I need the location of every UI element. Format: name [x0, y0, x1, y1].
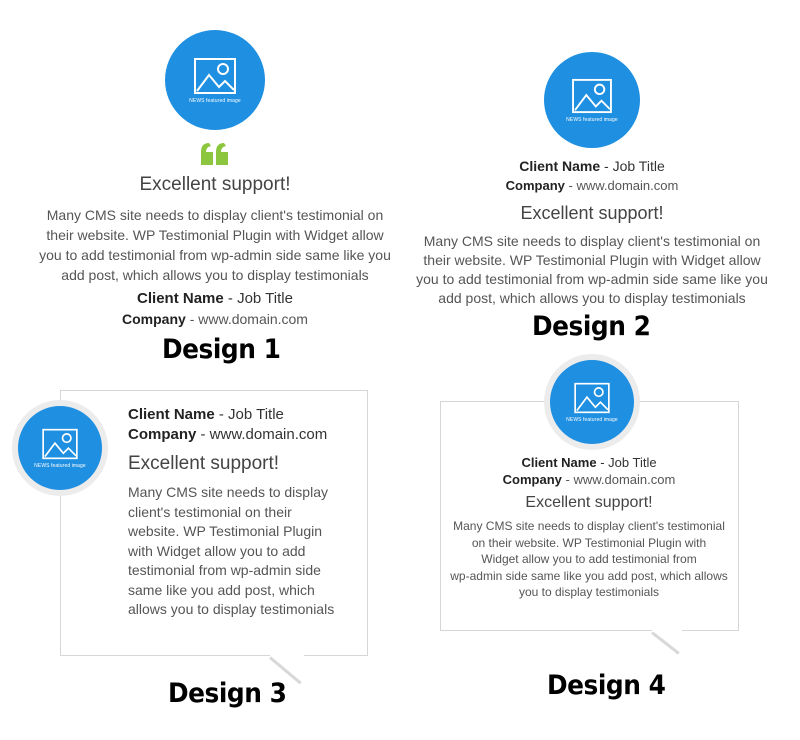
text-line: Many CMS site needs to display client's … [46, 207, 384, 223]
text-line: Widget allow you to add testimonial from [481, 552, 697, 566]
text-line: Many CMS site needs to display client's … [453, 519, 725, 533]
text-line: website. WP Testimonial Plugin [128, 523, 323, 539]
avatar-caption: NEWS featured image [189, 97, 241, 104]
image-placeholder-icon [572, 78, 612, 113]
text-line: Many CMS site needs to display client's … [423, 233, 761, 249]
text-line: same like you add post, which [128, 581, 315, 598]
client-name: Client Name [519, 158, 601, 174]
client-name: Client Name [137, 290, 224, 307]
client-line: Client Name - Job Title [15, 290, 415, 307]
design-label: Design 4 [547, 670, 666, 701]
company-line: Company - www.domain.com [128, 426, 327, 443]
company-name: Company [505, 178, 565, 193]
design3-avatar: NEWS featured image [12, 400, 108, 496]
company-domain: - www.domain.com [568, 178, 679, 193]
testimonial-text: Many CMS site needs to display client's … [128, 483, 364, 620]
company-line: Company - www.domain.com [440, 472, 738, 487]
text-line: on their website. WP Testimonial Plugin … [471, 535, 707, 550]
text-line: client's testimonial on their [128, 503, 292, 520]
testimonial-text: Many CMS site needs to display client's … [392, 232, 792, 308]
company-name: Company [502, 472, 562, 487]
testimonial-box [60, 390, 368, 656]
image-placeholder-icon [42, 428, 78, 459]
text-line: testimonial from wp-admin side [128, 562, 321, 578]
text-line: add post, which allows you to display te… [61, 267, 369, 283]
text-line: their website. WP Testimonial Plugin wit… [46, 227, 384, 243]
design4-avatar: NEWS featured image [544, 354, 640, 450]
job-title: - Job Title [604, 158, 665, 174]
job-title: - Job Title [600, 455, 657, 470]
client-line: Client Name - Job Title [128, 406, 284, 423]
design-label: Design 3 [168, 678, 287, 709]
testimonial-title: Excellent support! [520, 203, 664, 223]
image-placeholder-icon [574, 382, 610, 413]
company-name: Company [122, 311, 186, 327]
text-line: their website. WP Testimonial Plugin wit… [423, 252, 761, 268]
client-name: Client Name [521, 455, 597, 470]
avatar-caption: NEWS featured image [566, 116, 618, 123]
company-domain: - www.domain.com [189, 311, 308, 327]
design2-avatar: NEWS featured image [544, 52, 640, 148]
avatar-caption: NEWS featured image [34, 462, 86, 469]
text-line: you to add testimonial from wp-admin sid… [39, 247, 391, 263]
client-line: Client Name - Job Title [392, 158, 792, 174]
testimonial-text: Many CMS site needs to display client's … [15, 205, 415, 285]
image-placeholder-icon [194, 57, 236, 94]
text-line: allows you to display testimonials [128, 601, 335, 617]
testimonial-text: Many CMS site needs to display client's … [440, 518, 738, 601]
text-line: Many CMS site needs to display [128, 484, 328, 500]
company-line: Company - www.domain.com [392, 178, 792, 193]
text-line: with Widget allow you to add [128, 542, 306, 559]
company-line: Company - www.domain.com [15, 311, 415, 327]
design1-avatar: NEWS featured image [165, 30, 265, 130]
text-line: you to add testimonial from wp-admin sid… [416, 271, 768, 287]
testimonial-title: Excellent support! [139, 174, 291, 195]
avatar-caption: NEWS featured image [566, 416, 618, 423]
text-line: add post, which allows you to display te… [438, 290, 746, 306]
job-title: - Job Title [218, 406, 284, 423]
speech-tail [651, 631, 680, 655]
client-name: Client Name [128, 406, 215, 423]
company-name: Company [128, 426, 197, 443]
text-line: wp-admin side same like you add post, wh… [450, 568, 728, 583]
company-domain: - www.domain.com [200, 426, 328, 443]
design-label: Design 1 [162, 334, 281, 365]
design-label: Design 2 [532, 311, 651, 342]
testimonial-title: Excellent support! [525, 494, 653, 511]
text-line: you to display testimonials [518, 585, 660, 599]
company-domain: - www.domain.com [565, 472, 676, 487]
quote-icon [201, 143, 228, 165]
client-line: Client Name - Job Title [440, 455, 738, 470]
testimonial-title: Excellent support! [128, 453, 280, 474]
job-title: - Job Title [227, 290, 293, 307]
